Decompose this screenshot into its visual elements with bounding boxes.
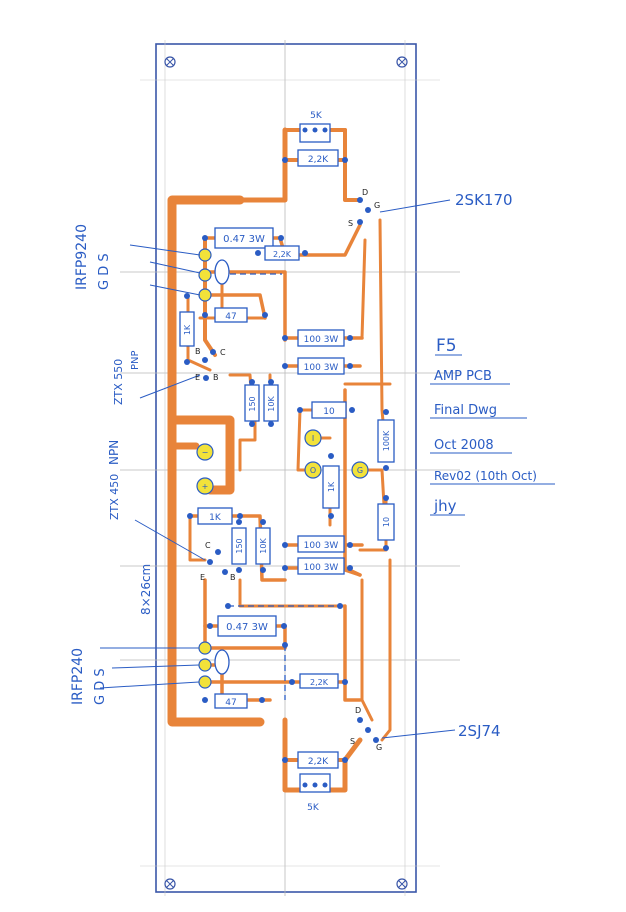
- pnp-part-label: ZTX 550: [112, 359, 125, 405]
- note-amp-pcb: AMP PCB: [434, 369, 492, 384]
- svg-text:G: G: [357, 466, 363, 475]
- leader-lines: [99, 199, 456, 739]
- r-bot-10k-label: 10K: [259, 538, 268, 554]
- r-mid-1k: [322, 465, 340, 509]
- note-author: jhy: [433, 497, 457, 515]
- pin-b: B: [213, 373, 219, 382]
- r-top-100a: [297, 329, 345, 347]
- pin-s: S: [350, 737, 355, 746]
- r-bot-100a-label: 100 3W: [304, 541, 339, 551]
- r-bot-047-label: 0.47 3W: [226, 622, 268, 633]
- note-underlines: [430, 354, 555, 516]
- pin-c: C: [205, 541, 211, 550]
- pin-b: B: [230, 573, 236, 582]
- pin-d: D: [355, 706, 361, 715]
- jfet-bottom-label: 2SJ74: [458, 722, 501, 740]
- r-bot-47: [214, 693, 248, 709]
- mosfet-bottom-pins: G D S: [93, 668, 108, 705]
- r-top-2k2-small: [264, 245, 300, 261]
- r-top-47: [214, 307, 248, 323]
- r-mid-10-label: 10: [323, 407, 335, 417]
- note-date: Oct 2008: [434, 438, 494, 453]
- mosfet-top-label: IRFP9240: [74, 224, 90, 290]
- board-size-label: 8×26cm: [139, 564, 153, 615]
- terminal-pad-labels: − + I O G: [202, 434, 363, 491]
- pin-g: G: [374, 201, 380, 210]
- r-mid-10b: [377, 503, 395, 541]
- r-mid-100k: [377, 419, 395, 463]
- pin-c: C: [220, 348, 226, 357]
- pnp-type-label: PNP: [130, 350, 141, 370]
- jumper-wires: [220, 273, 340, 700]
- r-bot-47-label: 47: [225, 698, 236, 708]
- svg-text:O: O: [310, 466, 316, 475]
- note-rev: Rev02 (10th Oct): [434, 469, 537, 483]
- pin-d: D: [362, 188, 368, 197]
- cap-bottom: [214, 649, 230, 675]
- pin-labels: D G S D S G E B C B C E B: [195, 188, 382, 752]
- r-top-047-label: 0.47 3W: [223, 234, 265, 245]
- r-bot-10k: [255, 527, 271, 565]
- mounting-hole-icon: [164, 56, 176, 68]
- r-bot-150-label: 150: [235, 538, 244, 553]
- r-bot-150: [231, 527, 247, 565]
- r-top-1k: [179, 311, 195, 347]
- svg-text:I: I: [312, 434, 314, 443]
- npn-part-label: ZTX 450: [108, 474, 121, 520]
- device-labels: 2SK170 2SJ74 IRFP9240 G D S IRFP240 G D …: [70, 191, 513, 740]
- r-top-2k2: [297, 149, 339, 167]
- board-outline: [155, 43, 417, 893]
- pads: [184, 127, 389, 788]
- mounting-hole-icon: [396, 56, 408, 68]
- note-title: F5: [436, 336, 457, 356]
- svg-text:−: −: [202, 448, 209, 457]
- r-bot-100b-label: 100 3W: [304, 563, 339, 573]
- npn-type-label: NPN: [107, 440, 121, 465]
- r-top-047: [214, 227, 274, 249]
- note-final-dwg: Final Dwg: [434, 403, 497, 418]
- r-top-2k2-small-label: 2,2K: [273, 250, 292, 259]
- r-bot-100b: [297, 557, 345, 575]
- r-top-47-label: 47: [225, 312, 236, 322]
- r-mid-10k-label: 10K: [267, 396, 276, 412]
- mosfet-top-pins: G D S: [97, 253, 112, 290]
- mosfet-bottom-label: IRFP240: [70, 648, 86, 705]
- r-top-1k-label: 1K: [183, 324, 192, 335]
- pin-g: G: [376, 743, 382, 752]
- pot-top: [299, 123, 331, 143]
- resistor-symbols: [179, 123, 395, 793]
- pot-top-label: 5K: [310, 111, 323, 121]
- r-bot-2k2-small-label: 2,2K: [310, 678, 329, 687]
- terminal-pads: [196, 248, 369, 689]
- r-bot-1k: [197, 507, 233, 525]
- pin-b: B: [195, 347, 201, 356]
- pin-e: E: [200, 573, 205, 582]
- component-labels: 5K 2,2K 0.47 3W 2,2K 47 1K 100 3W 100 3W…: [183, 111, 391, 813]
- r-bot-2k2-label: 2,2K: [308, 757, 329, 767]
- r-top-2k2-label: 2,2K: [308, 155, 329, 165]
- r-bot-1k-label: 1K: [209, 513, 222, 523]
- r-bot-2k2-small: [299, 673, 339, 689]
- r-mid-10b-label: 10: [382, 517, 391, 527]
- mounting-hole-icon: [164, 878, 176, 890]
- pin-s: S: [348, 219, 353, 228]
- mounting-hole-icon: [396, 878, 408, 890]
- svg-text:+: +: [202, 482, 209, 491]
- r-bot-047: [217, 615, 277, 637]
- r-top-100a-label: 100 3W: [304, 335, 339, 345]
- r-mid-10: [311, 401, 347, 419]
- r-top-100b-label: 100 3W: [304, 363, 339, 373]
- r-bot-100a: [297, 535, 345, 553]
- r-bot-2k2: [297, 751, 339, 769]
- cap-top: [214, 259, 230, 285]
- r-top-100b: [297, 357, 345, 375]
- r-mid-100k-label: 100K: [382, 430, 391, 451]
- drawing-notes: F5 AMP PCB Final Dwg Oct 2008 Rev02 (10t…: [433, 336, 537, 515]
- pin-e: E: [195, 373, 200, 382]
- jfet-top-label: 2SK170: [455, 191, 513, 209]
- pot-bottom-label: 5K: [307, 803, 320, 813]
- r-mid-150-label: 150: [248, 396, 257, 411]
- r-mid-1k-label: 1K: [327, 481, 336, 492]
